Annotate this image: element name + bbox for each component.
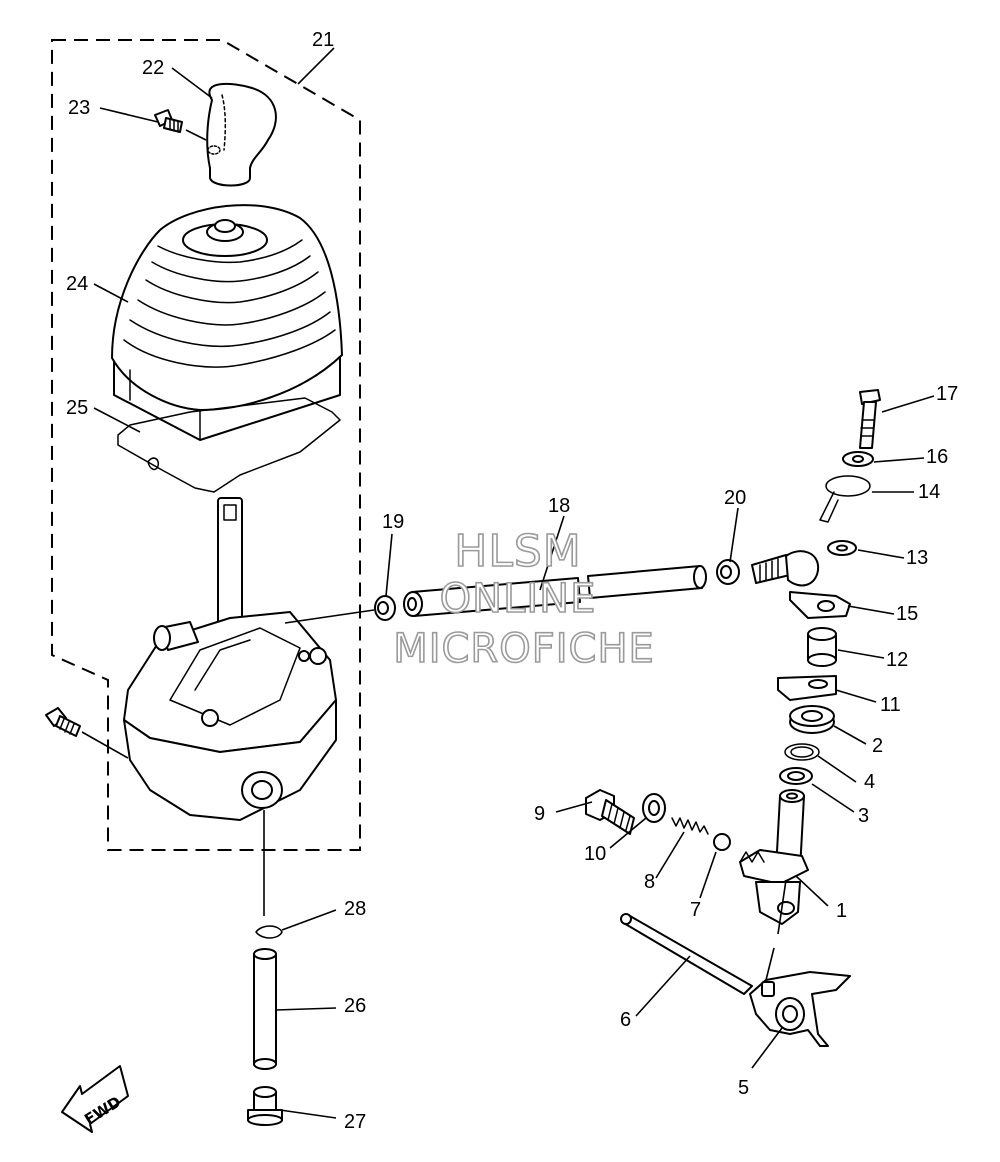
- part-17-bolt[interactable]: [859, 389, 881, 449]
- callout-5[interactable]: 5: [738, 1077, 749, 1099]
- part-16-washer[interactable]: [842, 451, 874, 467]
- part-22-shift-knob[interactable]: [206, 82, 277, 187]
- callout-3[interactable]: 3: [858, 805, 869, 827]
- part-23-screw[interactable]: [154, 109, 183, 133]
- callout-22[interactable]: 22: [142, 57, 164, 79]
- callout-9[interactable]: 9: [534, 803, 545, 825]
- part-20-nut[interactable]: [716, 559, 740, 585]
- part-7-ball[interactable]: [713, 833, 731, 851]
- part-15-shift-lever[interactable]: [751, 550, 851, 619]
- shift-lever-housing[interactable]: [123, 497, 337, 821]
- callout-10[interactable]: 10: [584, 843, 606, 865]
- part-4-circlip[interactable]: [784, 743, 820, 761]
- callout-20[interactable]: 20: [724, 487, 746, 509]
- part-14-spring-clip[interactable]: [819, 475, 871, 523]
- callout-17[interactable]: 17: [936, 383, 958, 405]
- callout-26[interactable]: 26: [344, 995, 366, 1017]
- part-26-pin[interactable]: [253, 948, 277, 1070]
- callout-8[interactable]: 8: [644, 871, 655, 893]
- watermark-line-2: ONLINE: [440, 576, 597, 622]
- callout-labels: 1 2 3 4 5 6 7 8 9 10 11 12 13 14 15 16 1…: [66, 29, 958, 1133]
- callout-27[interactable]: 27: [344, 1111, 366, 1133]
- housing-side-bolt[interactable]: [45, 707, 129, 759]
- callout-4[interactable]: 4: [864, 771, 875, 793]
- callout-15[interactable]: 15: [896, 603, 918, 625]
- part-8-spring[interactable]: [671, 817, 709, 835]
- watermark-line-3: MICROFICHE: [393, 626, 655, 672]
- part-13-washer[interactable]: [827, 540, 857, 556]
- part-27-grommet[interactable]: [247, 1086, 283, 1126]
- part-1-shift-shaft[interactable]: [739, 789, 809, 925]
- part-10-gasket[interactable]: [642, 793, 666, 823]
- part-28-clip[interactable]: [255, 925, 283, 939]
- part-25-wire-gasket[interactable]: [117, 397, 341, 493]
- callout-13[interactable]: 13: [906, 547, 928, 569]
- part-18-shift-rod[interactable]: [403, 565, 707, 617]
- callout-6[interactable]: 6: [620, 1009, 631, 1031]
- callout-16[interactable]: 16: [926, 446, 948, 468]
- watermark-line-1: HLSM: [454, 526, 582, 577]
- part-9-plug-bolt[interactable]: [585, 789, 635, 835]
- part-11-stopper[interactable]: [777, 675, 837, 701]
- part-3-washer[interactable]: [779, 767, 813, 785]
- part-6-guide-bar[interactable]: [620, 913, 753, 995]
- callout-2[interactable]: 2: [872, 735, 883, 757]
- callout-24[interactable]: 24: [66, 273, 88, 295]
- callout-12[interactable]: 12: [886, 649, 908, 671]
- callout-21[interactable]: 21: [312, 29, 334, 51]
- part-24-rubber-boot[interactable]: [111, 204, 343, 441]
- callout-25[interactable]: 25: [66, 397, 88, 419]
- leader-lines: [93, 47, 935, 1119]
- callout-19[interactable]: 19: [382, 511, 404, 533]
- part-2-oil-seal[interactable]: [789, 705, 835, 734]
- callout-28[interactable]: 28: [344, 898, 366, 920]
- part-5-shift-fork[interactable]: [749, 971, 851, 1047]
- watermark: HLSM ONLINE MICROFICHE: [392, 525, 655, 673]
- callout-11[interactable]: 11: [880, 694, 901, 716]
- callout-14[interactable]: 14: [918, 481, 940, 503]
- callout-7[interactable]: 7: [690, 899, 701, 921]
- callout-1[interactable]: 1: [836, 900, 847, 922]
- callout-18[interactable]: 18: [548, 495, 570, 517]
- part-19-collar[interactable]: [374, 595, 396, 621]
- part-12-collar[interactable]: [807, 627, 837, 667]
- fwd-arrow-icon: FWD: [61, 1065, 129, 1133]
- callout-23[interactable]: 23: [68, 97, 90, 119]
